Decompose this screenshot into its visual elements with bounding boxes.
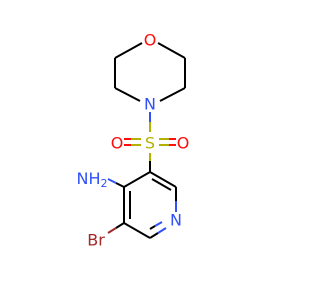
bond-morpholine-c4-o <box>114 42 143 59</box>
bond-ring-n-c6-n-half <box>157 227 167 234</box>
bond-c4-nh2-c-half <box>115 182 125 188</box>
structure-svg: O N S O O NH2 N Br <box>77 31 190 250</box>
bond-ring-c3-c2 <box>149 171 177 188</box>
bond-morpholine-c2-n <box>159 87 186 102</box>
molecule-diagram: O N S O O NH2 N Br <box>77 31 190 250</box>
bromine-label: Br <box>87 231 105 250</box>
bond-morpholine-n-c3 <box>114 87 141 102</box>
morpholine-nitrogen-label: N <box>144 95 156 114</box>
bonds <box>107 42 186 239</box>
sulfonyl-oxygen-right-label: O <box>177 134 190 153</box>
bond-ring-c3-c4 <box>123 171 151 188</box>
amine-label: NH2 <box>77 169 108 190</box>
morpholine-oxygen-label: O <box>144 31 157 50</box>
amine-nh-label: NH <box>77 169 101 188</box>
sulfonyl-oxygen-left-label: O <box>111 134 124 153</box>
bond-c5-br-c-half <box>115 222 125 229</box>
bond-ring-n-c6-c-half <box>149 232 159 239</box>
bond-morpholine-o-c1 <box>157 42 186 59</box>
bond-c5-br-br-half <box>107 227 117 234</box>
bond-ring-n-c6-inner-c <box>149 225 156 230</box>
atom-labels: O N S O O NH2 N Br <box>77 31 190 250</box>
sulfur-label: S <box>145 134 155 153</box>
pyridine-nitrogen-label: N <box>170 211 182 230</box>
bond-ring-n-c6-inner-n <box>154 221 163 227</box>
bond-ring-c3-c2-inner <box>151 178 172 191</box>
bond-c4-nh2-n-half <box>107 178 117 184</box>
amine-subscript-label: 2 <box>101 177 108 190</box>
bond-ring-c6-c5 <box>123 222 151 239</box>
